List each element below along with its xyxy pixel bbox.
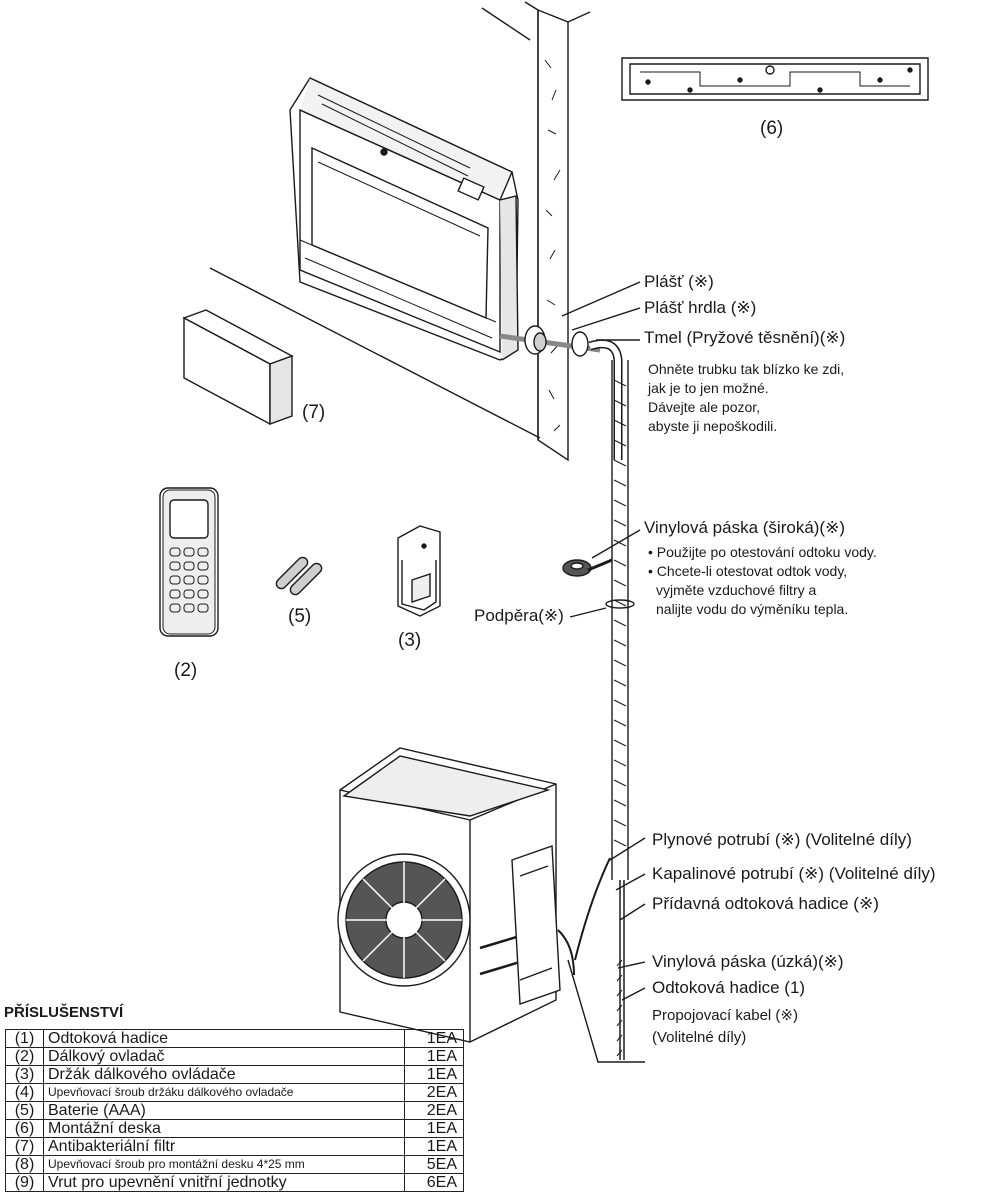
row-name: Držák dálkového ovládače — [43, 1065, 405, 1084]
row-qty: 1EA — [404, 1137, 464, 1156]
label-plast-hrdla: Plášť hrdla (※) — [644, 298, 757, 317]
row-number: (9) — [5, 1173, 44, 1192]
note-bend-line: jak je to jen možné. — [648, 380, 769, 396]
row-name: Antibakteriální filtr — [43, 1137, 405, 1156]
row-name: Odtoková hadice — [43, 1029, 405, 1048]
note-vinyl-line: • Použijte po otestování odtoku vody. — [648, 544, 877, 560]
row-qty: 2EA — [404, 1083, 464, 1102]
row-number: (4) — [5, 1083, 44, 1102]
table-row: (6) Montážní deska 1EA — [5, 1119, 464, 1138]
note-vinyl-line: nalijte vodu do výměníku tepla. — [656, 601, 849, 617]
label-gas-pipe: Plynové potrubí (※) (Volitelné díly) — [652, 830, 912, 849]
row-name: Montážní deska — [43, 1119, 405, 1138]
row-qty: 2EA — [404, 1101, 464, 1120]
row-qty: 5EA — [404, 1155, 464, 1174]
note-vinyl: • Použijte po otestování odtoku vody. • … — [648, 543, 877, 619]
label-vinyl-wide: Vinylová páska (široká)(※) — [644, 518, 845, 537]
row-qty: 1EA — [404, 1047, 464, 1066]
remote-controller — [159, 487, 219, 637]
label-podpera: Podpěra(※) — [474, 606, 564, 625]
note-vinyl-line: • Chcete-li otestovat odtok vody, — [648, 563, 848, 579]
label-tmel: Tmel (Pryžové těsnění)(※) — [644, 328, 846, 347]
row-number: (5) — [5, 1101, 44, 1120]
row-number: (2) — [5, 1047, 44, 1066]
row-name: Vrut pro upevnění vnitřní jednotky — [43, 1173, 405, 1192]
accessories-table: (1) Odtoková hadice 1EA (2) Dálkový ovla… — [5, 1029, 464, 1192]
row-number: (7) — [5, 1137, 44, 1156]
note-bend-line: Ohněte trubku tak blízko ke zdi, — [648, 361, 845, 377]
row-number: (8) — [5, 1155, 44, 1174]
table-row: (8) Upevňovací šroub pro montážní desku … — [5, 1155, 464, 1174]
mounting-plate — [621, 57, 929, 101]
label-cable: Propojovací kabel (※) — [652, 1007, 798, 1024]
row-qty: 1EA — [404, 1029, 464, 1048]
table-row: (2) Dálkový ovladač 1EA — [5, 1047, 464, 1066]
accessories-title: PŘÍSLUŠENSTVÍ — [4, 1004, 124, 1021]
outdoor-unit — [337, 747, 575, 1043]
part-number-5: (5) — [288, 606, 312, 627]
part-number-7: (7) — [302, 402, 326, 423]
label-extra-drain: Přídavná odtoková hadice (※) — [652, 894, 879, 913]
row-number: (3) — [5, 1065, 44, 1084]
row-qty: 1EA — [404, 1119, 464, 1138]
label-drain-hose: Odtoková hadice (1) — [652, 978, 806, 997]
part-number-6: (6) — [760, 118, 784, 139]
note-vinyl-line: vyjměte vzduchové filtry a — [656, 582, 817, 598]
row-name: Upevňovací šroub držáku dálkového ovlada… — [43, 1083, 405, 1102]
row-name: Upevňovací šroub pro montážní desku 4*25… — [43, 1155, 405, 1174]
row-number: (1) — [5, 1029, 44, 1048]
table-row: (5) Baterie (AAA) 2EA — [5, 1101, 464, 1120]
table-row: (9) Vrut pro upevnění vnitřní jednotky 6… — [5, 1173, 464, 1192]
label-vinyl-narrow: Vinylová páska (úzká)(※) — [652, 952, 844, 971]
label-cable-optional: (Volitelné díly) — [652, 1029, 747, 1046]
indoor-unit — [289, 77, 519, 361]
label-plast: Plášť (※) — [644, 272, 714, 291]
pipe-bundle — [562, 360, 646, 1063]
antibacterial-filter — [182, 309, 294, 426]
row-qty: 1EA — [404, 1065, 464, 1084]
table-row: (3) Držák dálkového ovládače 1EA — [5, 1065, 464, 1084]
note-bend-line: abyste ji nepoškodili. — [648, 418, 778, 434]
row-name: Dálkový ovladač — [43, 1047, 405, 1066]
label-liquid-pipe: Kapalinové potrubí (※) (Volitelné díly) — [652, 864, 936, 883]
row-name: Baterie (AAA) — [43, 1101, 405, 1120]
batteries — [275, 556, 323, 596]
part-number-2: (2) — [174, 660, 198, 681]
note-bend-pipe: Ohněte trubku tak blízko ke zdi, jak je … — [648, 360, 844, 436]
part-number-3: (3) — [398, 630, 422, 651]
row-qty: 6EA — [404, 1173, 464, 1192]
pipe-connection — [499, 281, 641, 460]
row-number: (6) — [5, 1119, 44, 1138]
note-bend-line: Dávejte ale pozor, — [648, 399, 761, 415]
table-row: (7) Antibakteriální filtr 1EA — [5, 1137, 464, 1156]
remote-holder — [397, 525, 441, 617]
table-row: (1) Odtoková hadice 1EA — [5, 1029, 464, 1048]
table-row: (4) Upevňovací šroub držáku dálkového ov… — [5, 1083, 464, 1102]
